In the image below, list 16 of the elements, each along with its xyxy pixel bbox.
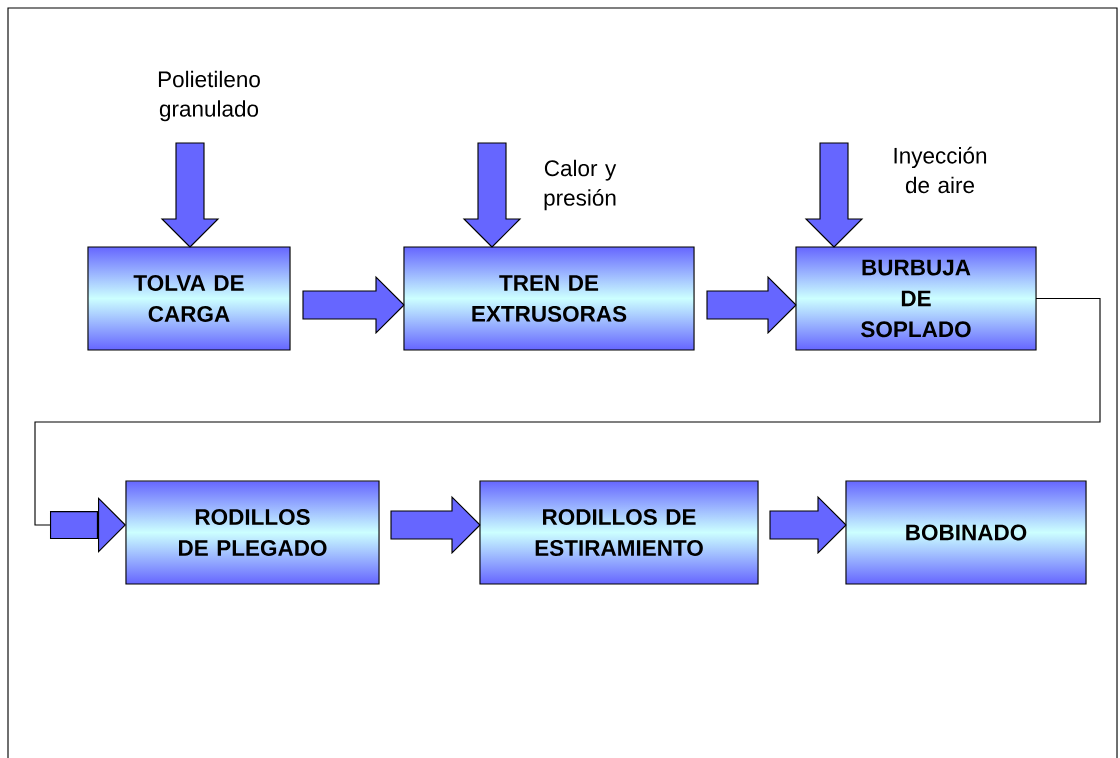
block-arrow (804, 142, 864, 248)
process-box: BOBINADO (845, 480, 1087, 585)
edge-label: Calor y presión (544, 159, 617, 211)
edge-label: Inyección de aire (894, 146, 987, 194)
process-box: RODILLOS DE PLEGADO (125, 480, 380, 585)
block-arrow (769, 495, 847, 555)
process-box: TOLVA DE CARGA (87, 246, 291, 351)
block-arrow (706, 275, 797, 335)
block-arrow (302, 275, 405, 335)
input-label: Polietileno granulado (158, 70, 260, 122)
process-box: RODILLOS DE ESTIRAMIENTO (479, 480, 759, 585)
block-arrow (160, 142, 220, 248)
block-arrow (390, 495, 481, 555)
process-box: TREN DE EXTRUSORAS (403, 246, 695, 351)
process-box: BURBUJA DE SOPLADO (795, 246, 1037, 351)
block-arrow (462, 142, 522, 248)
